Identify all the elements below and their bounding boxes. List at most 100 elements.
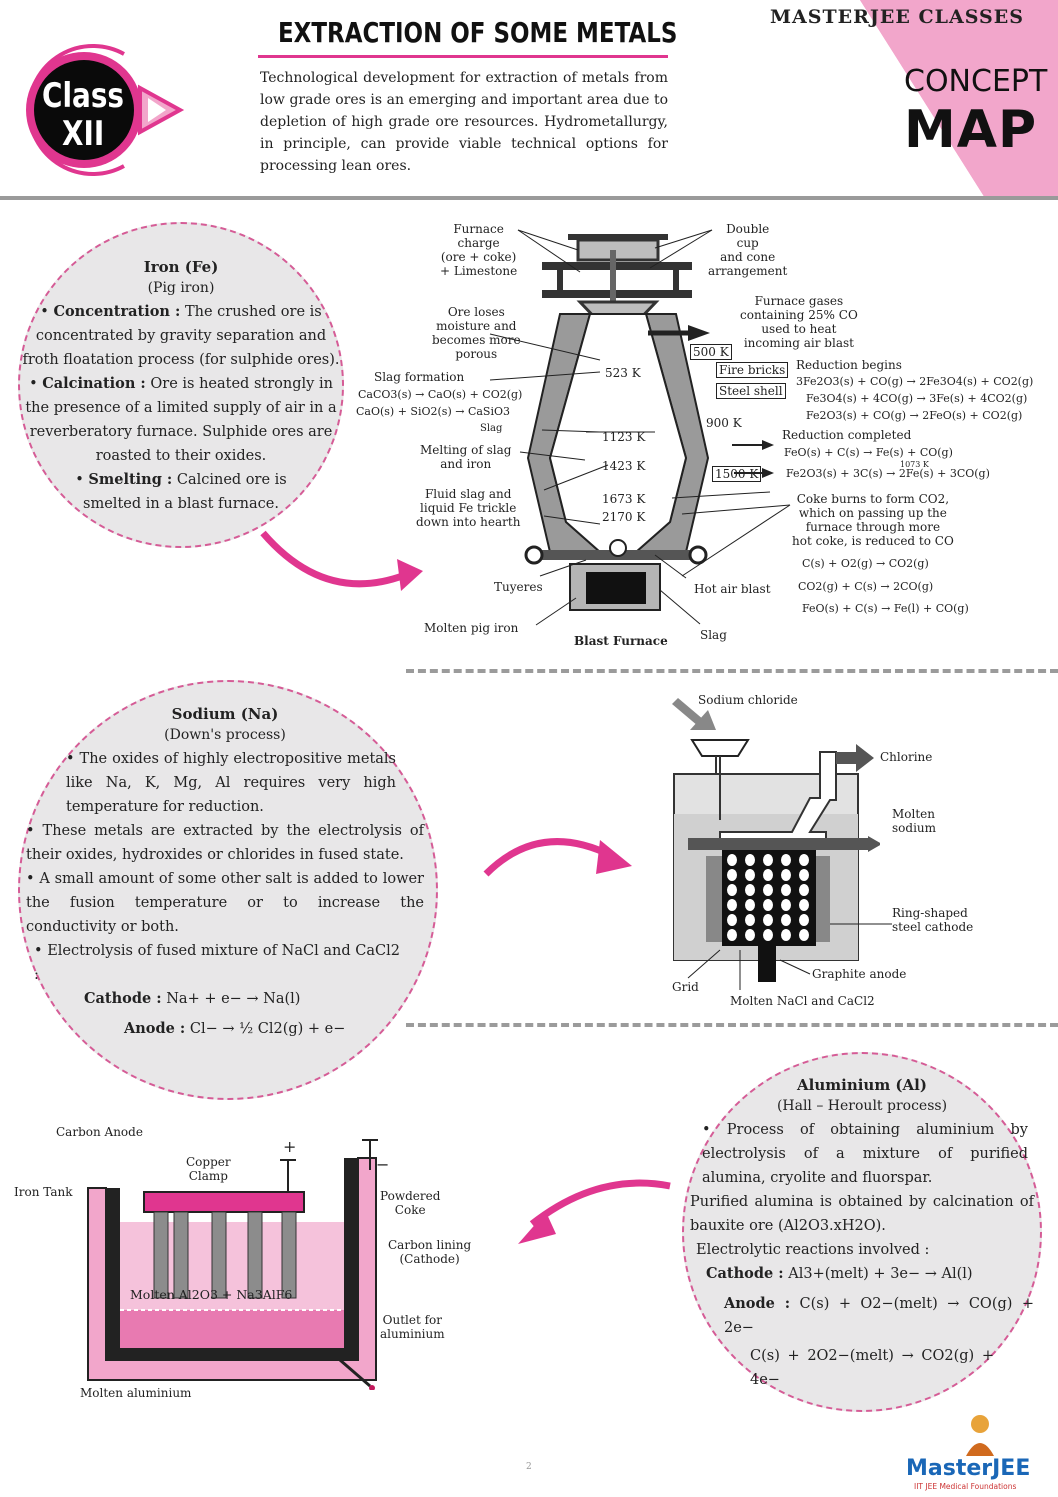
label-fire-bricks: Fire bricks: [716, 362, 789, 378]
grid-perforation: [745, 914, 755, 926]
sodium-title: Sodium (Na): [171, 705, 279, 723]
title-underline: [258, 55, 668, 58]
sodium-bullet-3-text: A small amount of some other salt is add…: [26, 871, 424, 935]
eq-cb-2: CO2(g) + C(s) → 2CO(g): [798, 580, 934, 593]
label-slag-formation: Slag formation: [374, 370, 465, 384]
sodium-bullet-1-text: The oxides of highly electropositive met…: [66, 751, 396, 815]
aluminium-anode-2: C(s) + 2O2−(melt) → CO2(g) + 4e−: [750, 1348, 994, 1388]
aluminium-para-3: Electrolytic reactions involved :: [696, 1242, 930, 1258]
label-furnace-gases: Furnace gases containing 25% CO used to …: [740, 294, 858, 350]
grid-perforation: [727, 869, 737, 881]
label-ore-loses: Ore loses moisture and becomes more poro…: [432, 305, 521, 361]
arrow-iron-to-furnace: [260, 530, 423, 591]
iron-calcination: • Calcination : Ore is heated strongly i…: [25, 375, 337, 464]
label-grid: Grid: [672, 980, 699, 994]
furnace-leader-lines: [489, 229, 791, 626]
label-powdered-coke: Powdered Coke: [380, 1189, 441, 1217]
sodium-bullet-4-text: Electrolysis of fused mixture of NaCl an…: [34, 943, 400, 983]
map-label: MAP: [904, 100, 1038, 160]
label-molten-mix: Molten Al2O3 + Na3AlF6: [130, 1287, 293, 1302]
label-melting: Melting of slag and iron: [420, 443, 512, 471]
label-iron-tank: Iron Tank: [14, 1185, 73, 1199]
hall-cell-diagram: [87, 1139, 378, 1390]
grid-perforation: [799, 854, 809, 866]
label-plus: +: [283, 1137, 297, 1156]
eq-rc-2-over: 1073 K: [900, 460, 929, 469]
sodium-bullet-2-text: These metals are extracted by the electr…: [26, 823, 424, 863]
grid-perforation: [745, 899, 755, 911]
eq-cb-1: C(s) + O2(g) → CO2(g): [802, 557, 929, 570]
masterjee-logo-icon: [966, 1415, 994, 1456]
class-badge: [26, 44, 185, 176]
sodium-bullet-2: • These metals are extracted by the elec…: [26, 823, 424, 863]
label-graphite-anode: Graphite anode: [812, 967, 907, 981]
label-chlorine: Chlorine: [880, 750, 933, 764]
sodium-bullet-3: • A small amount of some other salt is a…: [26, 871, 424, 935]
label-slag-small: Slag: [480, 423, 503, 434]
label-sodium-chloride: Sodium chloride: [698, 693, 798, 707]
sodium-anode: Anode : Cl− → ½ Cl2(g) + e−: [26, 1017, 424, 1041]
iron-smelting: • Smelting : Calcined ore is smelted in …: [75, 471, 287, 512]
label-molten-al: Molten aluminium: [80, 1386, 192, 1400]
grid-perforation: [781, 929, 791, 941]
grid-perforation: [745, 929, 755, 941]
eq-rc-2: Fe2O3(s) + 3C(s) → 2Fe(s) + 3CO(g): [786, 467, 990, 480]
intro-text: Technological development for extraction…: [260, 70, 668, 174]
aluminium-cathode: Cathode : Al3+(melt) + 3e− → Al(l): [690, 1262, 1034, 1286]
grid-perforation: [727, 929, 737, 941]
label-fluid-slag: Fluid slag and liquid Fe trickle down in…: [416, 487, 521, 529]
brand-name: MASTERJEE CLASSES: [770, 6, 1024, 28]
downs-leader-lines: [687, 923, 892, 990]
sodium-circle: [18, 680, 438, 1100]
aluminium-content: Aluminium (Al) (Hall – Heroult process) …: [690, 1076, 1034, 1392]
sodium-content: Sodium (Na) (Down's process) • The oxide…: [26, 705, 424, 1041]
iron-subtitle: (Pig iron): [147, 280, 215, 296]
aluminium-cathode-label: Cathode :: [706, 1265, 784, 1282]
grid-perforation: [799, 914, 809, 926]
iron-concentration: • Concentration : The crushed ore is con…: [22, 303, 340, 368]
aluminium-cathode-eq: Al3+(melt) + 3e− → Al(l): [788, 1266, 973, 1282]
arrow-sodium-to-cell: [483, 838, 632, 877]
concentration-text: The crushed ore is concentrated by gravi…: [22, 304, 340, 368]
label-slag: Slag: [700, 628, 727, 642]
aluminium-circle: [682, 1052, 1042, 1412]
grid-perforation: [781, 899, 791, 911]
sodium-bullet-1: • The oxides of highly electropositive m…: [66, 751, 396, 815]
label-1123k: 1123 K: [602, 430, 646, 444]
arrow-aluminium-to-cell: [518, 1179, 671, 1244]
masterjee-logo: MasterJEE: [906, 1456, 1031, 1481]
label-minus: −: [376, 1155, 390, 1174]
eq-rb-3: Fe2O3(s) + CO(g) → 2FeO(s) + CO2(g): [806, 409, 1023, 422]
grid-perforation: [763, 884, 773, 896]
grid-perforation: [799, 899, 809, 911]
grid-perforation: [781, 854, 791, 866]
concept-map-banner: [750, 0, 1058, 198]
label-coke-burns: Coke burns to form CO2, which on passing…: [792, 492, 954, 548]
grid-perforation: [799, 929, 809, 941]
eq-rb-1: 3Fe2O3(s) + CO(g) → 2Fe3O4(s) + CO2(g): [796, 375, 1034, 388]
grid-perforation: [763, 929, 773, 941]
class-number: XII: [62, 114, 105, 154]
label-carbon-anode: Carbon Anode: [56, 1125, 143, 1139]
page-title: EXTRACTION OF SOME METALS: [278, 16, 678, 49]
grid-perforation: [727, 899, 737, 911]
concept-label: CONCEPT: [904, 64, 1048, 99]
label-furnace-charge: Furnace charge (ore + coke) + Limestone: [440, 222, 518, 278]
calcination-text: Ore is heated strongly in the presence o…: [25, 376, 337, 464]
iron-circle: [18, 222, 344, 548]
grid-perforation: [781, 914, 791, 926]
iron-title: Iron (Fe): [143, 258, 219, 276]
sodium-cathode: Cathode : Na+ + e− → Na(l): [26, 987, 424, 1011]
grid-perforation: [799, 869, 809, 881]
label-copper-clamp: Copper Clamp: [186, 1155, 231, 1183]
aluminium-anode-eq-1: C(s) + O2−(melt) → CO(g) + 2e−: [724, 1296, 1035, 1336]
grid-perforation: [763, 854, 773, 866]
label-reduction-begins: Reduction begins: [796, 358, 902, 372]
sodium-bullet-4: • Electrolysis of fused mixture of NaCl …: [34, 943, 400, 983]
label-carbon-lining: Carbon lining (Cathode): [388, 1238, 472, 1266]
label-1673k: 1673 K: [602, 492, 646, 506]
grid-perforation: [727, 884, 737, 896]
label-molten-sodium: Molten sodium: [892, 807, 937, 835]
iron-content: Iron (Fe) (Pig iron) • Concentration : T…: [22, 258, 340, 516]
sodium-anode-label: Anode :: [124, 1020, 186, 1037]
